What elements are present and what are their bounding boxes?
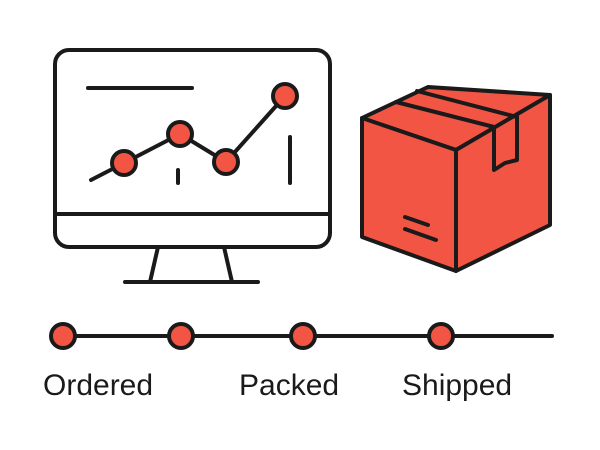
chart-point <box>166 120 194 148</box>
timeline-node-ordered <box>49 322 77 350</box>
box-label-line-1 <box>403 215 430 227</box>
monitor-stand <box>148 246 234 284</box>
timeline-node-packed-2 <box>289 322 317 350</box>
order-timeline <box>49 322 554 350</box>
box-tape-tab <box>492 115 519 172</box>
chart-point <box>271 82 299 110</box>
timeline-label-packed: Packed <box>239 369 340 402</box>
box-tape-line-2 <box>415 89 519 119</box>
box-label-line-2 <box>403 227 438 242</box>
package-box-icon <box>360 85 552 273</box>
timeline-node-packed <box>167 322 195 350</box>
chart-point <box>212 148 240 176</box>
timeline-node-shipped <box>427 322 455 350</box>
monitor-icon <box>53 48 332 284</box>
monitor-frame <box>53 48 332 249</box>
chart-point <box>110 149 138 177</box>
box-tape-line-1 <box>394 100 496 129</box>
screen-chart <box>86 82 299 185</box>
timeline-label-shipped: Shipped <box>402 369 513 402</box>
box-right-face <box>454 93 552 273</box>
timeline-label-ordered: Ordered <box>43 369 154 402</box>
